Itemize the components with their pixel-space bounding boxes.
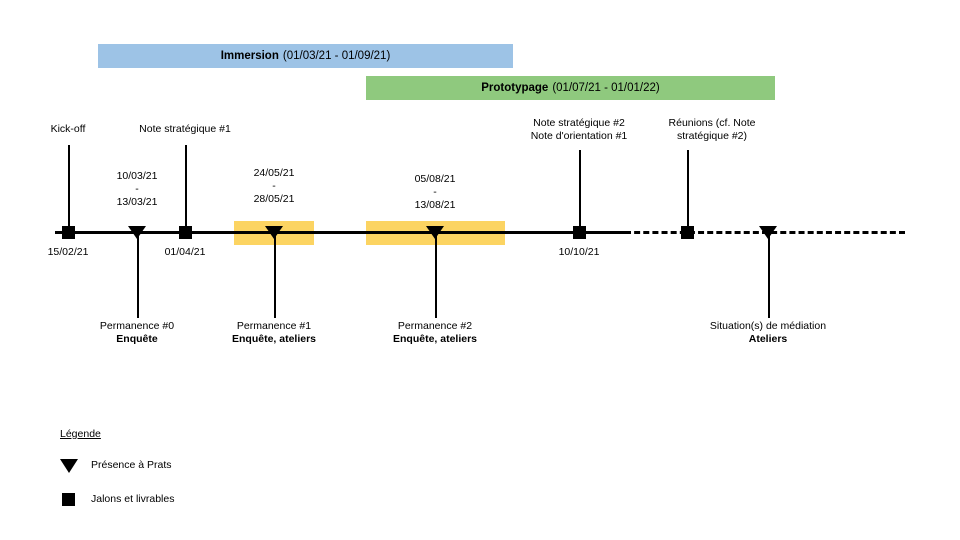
legend-triangle-icon bbox=[60, 459, 78, 473]
daterange-permanence-1: 24/05/21 - 28/05/21 bbox=[224, 167, 324, 206]
connector-permanence-2 bbox=[435, 233, 437, 318]
label-reunions-line1: Réunions (cf. Note bbox=[668, 117, 756, 129]
daterange-permanence-1-end: 28/05/21 bbox=[253, 193, 295, 205]
milestone-marker-note-strategique-2[interactable] bbox=[573, 226, 586, 239]
legend-title: Légende bbox=[60, 428, 101, 440]
label-kick-off: Kick-off bbox=[50, 123, 86, 135]
label-permanence-0-sub: Enquête bbox=[116, 333, 158, 345]
milestone-marker-reunions[interactable] bbox=[681, 226, 694, 239]
label-note-strategique-2: Note stratégique #2 Note d'orientation #… bbox=[504, 117, 654, 143]
label-permanence-1-sub: Enquête, ateliers bbox=[231, 333, 317, 345]
phase-prototypage-name: Prototypage bbox=[481, 82, 549, 94]
daterange-permanence-0-end: 13/03/21 bbox=[116, 196, 158, 208]
label-permanence-2-title: Permanence #2 bbox=[397, 320, 473, 332]
daterange-permanence-2: 05/08/21 - 13/08/21 bbox=[385, 173, 485, 212]
timeline-axis-solid bbox=[55, 231, 627, 234]
label-permanence-1: Permanence #1 Enquête, ateliers bbox=[199, 320, 349, 346]
axis-date-note-strategique-1: 01/04/21 bbox=[164, 246, 206, 258]
daterange-permanence-1-sep: - bbox=[272, 180, 276, 192]
daterange-permanence-2-end: 13/08/21 bbox=[414, 199, 456, 211]
phase-bar-immersion[interactable]: Immersion (01/03/21 - 01/09/21) bbox=[98, 44, 513, 68]
presence-marker-permanence-0[interactable] bbox=[128, 226, 146, 239]
daterange-permanence-0: 10/03/21 - 13/03/21 bbox=[87, 170, 187, 209]
label-note-strategique-1: Note stratégique #1 bbox=[139, 123, 231, 135]
daterange-permanence-1-start: 24/05/21 bbox=[253, 167, 295, 179]
presence-marker-permanence-1[interactable] bbox=[265, 226, 283, 239]
presence-marker-permanence-2[interactable] bbox=[426, 226, 444, 239]
phase-prototypage-range: (01/07/21 - 01/01/22) bbox=[552, 82, 660, 94]
axis-date-kick-off: 15/02/21 bbox=[47, 246, 89, 258]
label-reunions-line2: stratégique #2) bbox=[676, 130, 748, 142]
connector-situation-mediation bbox=[768, 233, 770, 318]
daterange-permanence-2-start: 05/08/21 bbox=[414, 173, 456, 185]
connector-reunions bbox=[687, 150, 689, 233]
daterange-permanence-0-start: 10/03/21 bbox=[116, 170, 158, 182]
milestone-marker-kick-off[interactable] bbox=[62, 226, 75, 239]
label-permanence-0-title: Permanence #0 bbox=[99, 320, 175, 332]
label-situation-mediation-sub: Ateliers bbox=[748, 333, 788, 345]
legend-label-presence: Présence à Prats bbox=[91, 459, 172, 471]
label-reunions: Réunions (cf. Note stratégique #2) bbox=[637, 117, 787, 143]
legend-label-jalons: Jalons et livrables bbox=[91, 493, 175, 505]
legend-square-icon bbox=[62, 493, 75, 506]
connector-kick-off bbox=[68, 145, 70, 233]
connector-note-strategique-2 bbox=[579, 150, 581, 233]
label-situation-mediation-title: Situation(s) de médiation bbox=[709, 320, 827, 332]
connector-permanence-1 bbox=[274, 233, 276, 318]
connector-note-strategique-1 bbox=[185, 145, 187, 233]
axis-date-note-strategique-2: 10/10/21 bbox=[558, 246, 600, 258]
daterange-permanence-2-sep: - bbox=[433, 186, 437, 198]
phase-immersion-name: Immersion bbox=[220, 50, 279, 62]
connector-permanence-0 bbox=[137, 233, 139, 318]
label-note-orientation-1-line2: Note d'orientation #1 bbox=[530, 130, 628, 142]
label-permanence-0: Permanence #0 Enquête bbox=[62, 320, 212, 346]
presence-marker-situation-mediation[interactable] bbox=[759, 226, 777, 239]
label-permanence-2: Permanence #2 Enquête, ateliers bbox=[360, 320, 510, 346]
daterange-permanence-0-sep: - bbox=[135, 183, 139, 195]
label-note-strategique-2-line1: Note stratégique #2 bbox=[533, 117, 625, 129]
label-permanence-1-title: Permanence #1 bbox=[236, 320, 312, 332]
label-situation-mediation: Situation(s) de médiation Ateliers bbox=[678, 320, 858, 346]
label-permanence-2-sub: Enquête, ateliers bbox=[392, 333, 478, 345]
milestone-marker-note-strategique-1[interactable] bbox=[179, 226, 192, 239]
phase-immersion-range: (01/03/21 - 01/09/21) bbox=[282, 50, 391, 62]
phase-bar-prototypage[interactable]: Prototypage (01/07/21 - 01/01/22) bbox=[366, 76, 775, 100]
